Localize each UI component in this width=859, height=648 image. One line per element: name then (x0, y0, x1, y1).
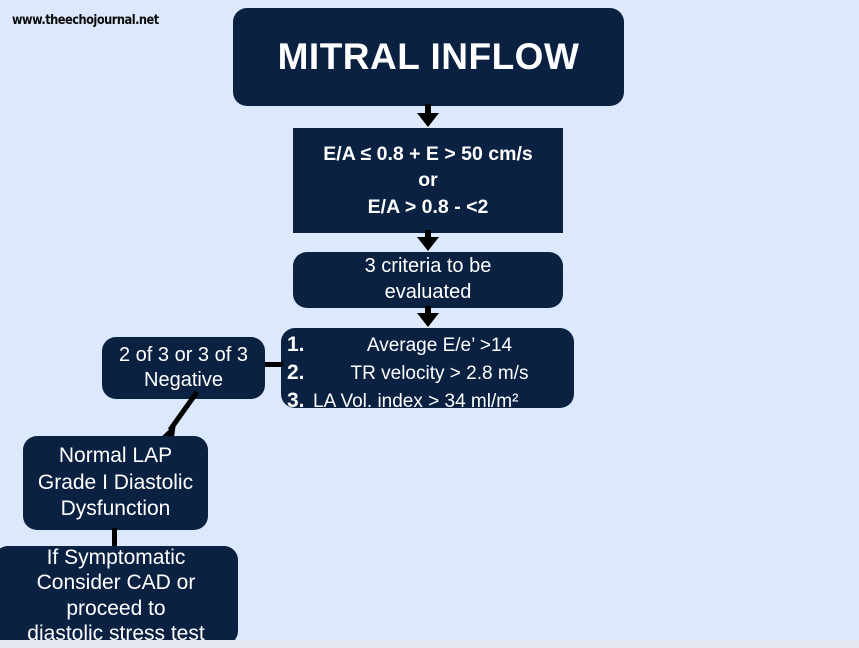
symptomatic-line-2: Consider CAD or (36, 571, 196, 595)
connector-negative-to-criteria-list (263, 362, 283, 368)
site-watermark: www.theechojournal.net (12, 13, 159, 28)
criteria-item-text: LA Vol. index > 34 ml/m² (313, 390, 519, 412)
criteria-list-item: 2. TR velocity > 2.8 m/s (287, 359, 566, 387)
symptomatic-line-3: proceed to (66, 596, 166, 620)
criteria-item-number: 1. (287, 333, 305, 356)
normal-lap-line-3: Dysfunction (60, 497, 171, 521)
node-symptomatic: If Symptomatic Consider CAD or proceed t… (0, 546, 238, 645)
node-normal-lap-text: Normal LAP Grade I Diastolic Dysfunction (38, 443, 193, 523)
arrow-criteria-definition-to-three-criteria (412, 230, 444, 252)
symptomatic-line-4: diastolic stress test (27, 621, 205, 645)
arrow-negative-to-normal-lap (150, 390, 210, 444)
arrow-three-criteria-to-criteria-list (412, 306, 444, 328)
criteria-item-text: TR velocity > 2.8 m/s (350, 362, 529, 384)
node-negative-branch: 2 of 3 or 3 of 3 Negative (102, 337, 265, 399)
node-negative-branch-text: 2 of 3 or 3 of 3 Negative (119, 343, 248, 393)
criteria-definition-line-2: or (418, 169, 438, 192)
node-criteria-list: 1. Average E/e’ >14 2. TR velocity > 2.8… (281, 328, 574, 412)
node-normal-lap: Normal LAP Grade I Diastolic Dysfunction (23, 436, 208, 530)
three-criteria-line-2: evaluated (384, 281, 472, 303)
node-symptomatic-text: If Symptomatic Consider CAD or proceed t… (27, 545, 204, 646)
node-criteria-definition: E/A ≤ 0.8 + E > 50 cm/s or E/A > 0.8 - <… (293, 128, 563, 233)
connector-normal-lap-to-symptomatic (112, 528, 118, 548)
bottom-strip (0, 640, 859, 648)
criteria-item-number: 3. (287, 388, 305, 412)
arrow-title-to-criteria-definition (412, 104, 444, 128)
normal-lap-line-2: Grade I Diastolic (37, 470, 194, 494)
normal-lap-line-1: Normal LAP (58, 444, 173, 468)
node-mitral-inflow-label: MITRAL INFLOW (277, 36, 580, 78)
negative-branch-line-1: 2 of 3 or 3 of 3 (119, 344, 248, 366)
negative-branch-line-2: Negative (144, 369, 223, 391)
criteria-item-number: 2. (287, 360, 305, 384)
node-mitral-inflow-title: MITRAL INFLOW (233, 8, 624, 106)
criteria-list-item: 1. Average E/e’ >14 (287, 331, 566, 359)
criteria-item-text: Average E/e’ >14 (366, 335, 513, 356)
criteria-list-item: 3. LA Vol. index > 34 ml/m² (287, 387, 566, 415)
node-criteria-definition-text: E/A ≤ 0.8 + E > 50 cm/s or E/A > 0.8 - <… (323, 141, 532, 220)
criteria-definition-line-3: E/A > 0.8 - <2 (367, 195, 489, 218)
criteria-definition-line-1: E/A ≤ 0.8 + E > 50 cm/s (323, 143, 533, 166)
node-three-criteria-text: 3 criteria to be evaluated (365, 254, 492, 305)
symptomatic-line-1: If Symptomatic (46, 546, 186, 570)
node-three-criteria: 3 criteria to be evaluated (293, 252, 563, 308)
three-criteria-line-1: 3 criteria to be (364, 255, 492, 278)
